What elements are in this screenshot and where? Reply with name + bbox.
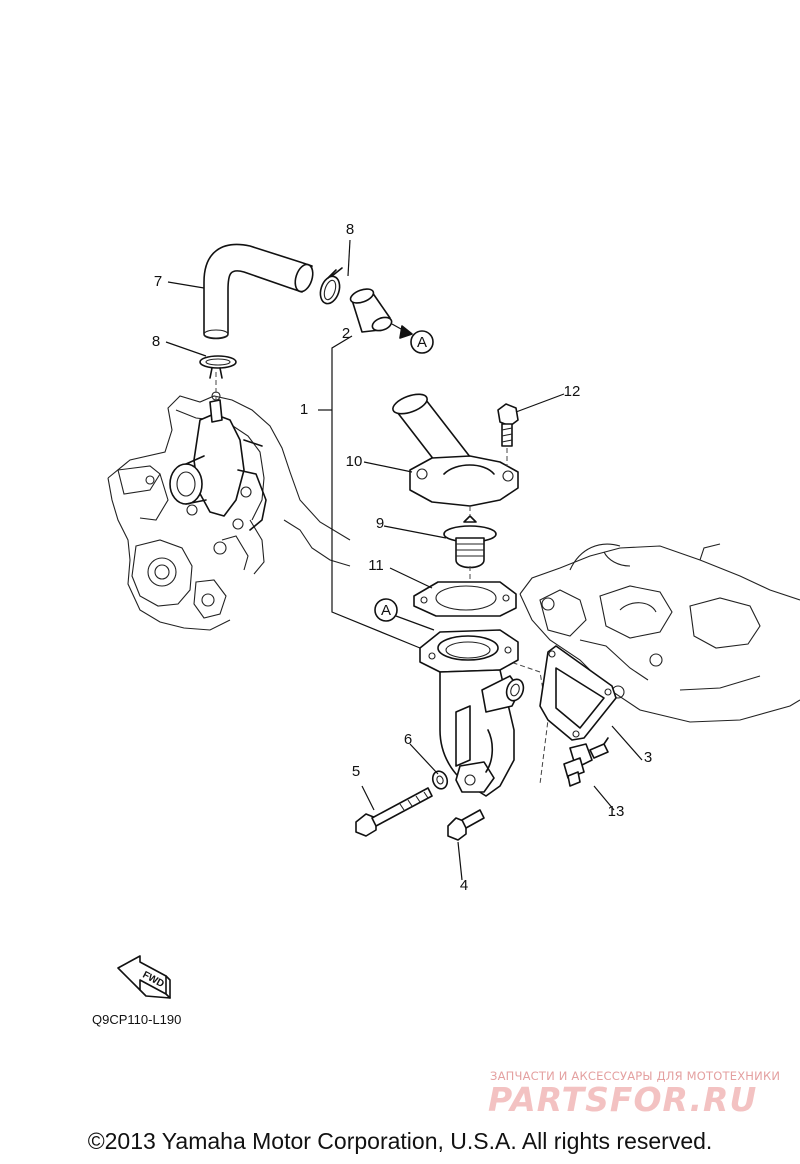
callout-4: 4	[460, 877, 468, 894]
callout-7: 7	[154, 273, 162, 290]
section-marker-a-label-1: A	[417, 334, 427, 351]
callout-5: 5	[352, 763, 360, 780]
hose-clamp-8-upper	[319, 267, 343, 305]
thermostat-9	[443, 506, 497, 586]
gasket-11	[413, 581, 517, 617]
watermark-tagline: ЗАПЧАСТИ И АКСЕССУАРЫ ДЛЯ МОТОТЕХНИКИ	[490, 1069, 781, 1083]
callout-10: 10	[346, 453, 363, 470]
callout-8-lower: 8	[152, 333, 160, 350]
bolt-5	[355, 787, 433, 837]
callout-labels: 1 2 3 4 5 6 7 8 8 9 10 11 12 13	[152, 221, 652, 894]
section-marker-a: A A	[374, 330, 434, 622]
thermostat-housing-1	[419, 629, 525, 797]
callout-3: 3	[644, 749, 652, 766]
engine-block-right	[504, 543, 800, 785]
reference-code: Q9CP110-L190	[92, 1012, 181, 1027]
callout-9: 9	[376, 515, 384, 532]
hose-7	[203, 243, 314, 340]
hose-clamp-8-lower	[199, 355, 237, 400]
callout-11: 11	[368, 557, 384, 574]
washer-6	[431, 770, 449, 790]
gasket-3	[539, 645, 617, 741]
copyright-notice: ©2013 Yamaha Motor Corporation, U.S.A. A…	[87, 1128, 713, 1154]
bolt-12	[497, 403, 519, 466]
fwd-arrow-icon: FWD	[117, 955, 171, 999]
watermark-logo: PARTSFOR.RU	[488, 1080, 758, 1119]
callout-8-upper: 8	[346, 221, 354, 238]
thermostat-cover-10	[392, 393, 519, 507]
callout-2: 2	[342, 325, 350, 342]
callout-13: 13	[608, 803, 625, 820]
pump-housing	[169, 391, 267, 531]
joint-2	[349, 288, 413, 339]
callout-1: 1	[300, 401, 308, 418]
temperature-sensor-13	[563, 737, 609, 787]
bolt-4	[447, 809, 485, 841]
section-marker-a-label-2: A	[381, 602, 391, 619]
callout-6: 6	[404, 731, 412, 748]
leader-lines	[165, 239, 643, 881]
callout-12: 12	[564, 383, 581, 400]
